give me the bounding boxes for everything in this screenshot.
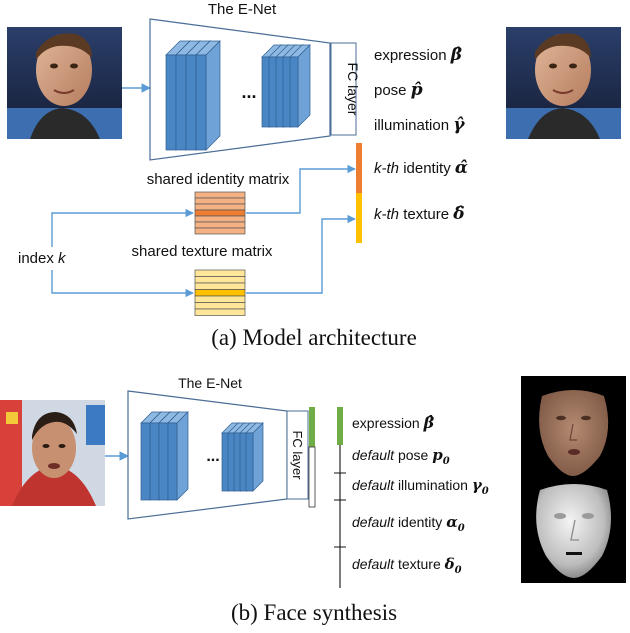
output-default-illumination: default illumination γ0 bbox=[352, 476, 489, 497]
conv-block bbox=[245, 422, 264, 492]
texture-matrix-row bbox=[194, 302, 246, 310]
enet-title: The E-Net bbox=[208, 1, 277, 18]
output-face-photo bbox=[506, 27, 621, 139]
texture-matrix-row bbox=[194, 308, 246, 316]
fc-layer-box bbox=[286, 410, 309, 500]
output-default-identity: default identity α0 bbox=[352, 513, 465, 534]
identity-selected-row bbox=[194, 209, 246, 217]
conv-block-group bbox=[221, 422, 264, 492]
identity-matrix-row bbox=[194, 191, 246, 199]
identity-matrix-row bbox=[194, 221, 246, 229]
texture-matrix-row bbox=[194, 276, 246, 284]
identity-matrix-row bbox=[194, 227, 246, 235]
layer-ellipsis: ... bbox=[241, 82, 256, 102]
texture-selected-row bbox=[194, 289, 246, 297]
output-expression: expression β̂ bbox=[374, 45, 462, 65]
conv-block-group bbox=[261, 44, 311, 128]
caption-a: (a) Model architecture bbox=[211, 325, 417, 350]
conv-block-group bbox=[165, 40, 221, 151]
output-default-texture: default texture δ0 bbox=[352, 555, 462, 576]
texture-matrix-row bbox=[194, 282, 246, 290]
index-to-texture-arrow bbox=[51, 270, 194, 298]
caption-b: (b) Face synthesis bbox=[231, 600, 397, 625]
expression-param-bar bbox=[337, 407, 343, 445]
output-default-pose: default pose p0 bbox=[352, 446, 450, 467]
shared-texture-label: shared texture matrix bbox=[132, 243, 273, 260]
output-illumination: illumination γ̂ bbox=[374, 115, 465, 135]
identity-matrix-row bbox=[194, 215, 246, 223]
identity-to-output-arrow bbox=[246, 164, 356, 214]
input-face-photo bbox=[0, 400, 105, 506]
fc-output-unused-bar bbox=[308, 446, 316, 508]
output-pose: pose p̂ bbox=[374, 80, 423, 100]
fc-output-expression-bar bbox=[309, 407, 315, 447]
rendered-shape-face bbox=[536, 484, 611, 578]
layer-ellipsis: ... bbox=[206, 448, 219, 465]
output-texture: k-th texture δ̂ bbox=[374, 204, 465, 224]
output-expression: expression β̂ bbox=[352, 413, 435, 432]
conv-block-group bbox=[140, 411, 189, 501]
texture-matrix-row bbox=[194, 295, 246, 303]
texture-matrix-row bbox=[194, 269, 246, 277]
shared-identity-label: shared identity matrix bbox=[147, 171, 290, 188]
index-label: index k bbox=[18, 250, 67, 267]
conv-block bbox=[289, 44, 311, 128]
index-to-identity-arrow bbox=[51, 208, 194, 247]
identity-param-bar bbox=[356, 143, 362, 193]
texture-to-output-arrow bbox=[246, 214, 356, 294]
output-identity: k-th identity α̂ bbox=[374, 158, 468, 178]
conv-block bbox=[195, 40, 221, 151]
identity-matrix-row bbox=[194, 197, 246, 205]
enet-title: The E-Net bbox=[178, 375, 242, 391]
identity-matrix-row bbox=[194, 203, 246, 211]
enet-frame bbox=[149, 18, 331, 161]
shared-identity-matrix bbox=[194, 191, 246, 235]
shared-texture-matrix bbox=[194, 269, 246, 316]
conv-block bbox=[167, 411, 189, 501]
texture-param-bar bbox=[356, 193, 362, 243]
fc-layer-label: FC layer bbox=[345, 63, 361, 116]
input-face-photo bbox=[7, 27, 122, 139]
fc-layer-box bbox=[330, 42, 357, 136]
fc-layer-label: FC layer bbox=[290, 430, 305, 480]
